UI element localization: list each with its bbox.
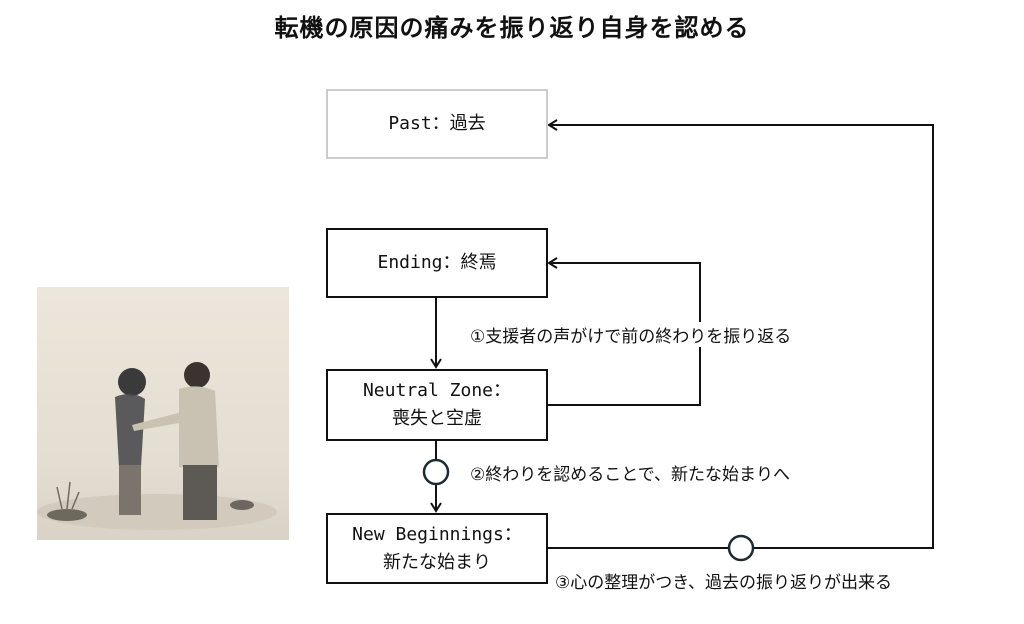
circle-marker-step2: [422, 458, 450, 486]
label-step1: ①支援者の声がけで前の終わりを振り返る: [468, 322, 794, 347]
circle-marker-step3: [727, 534, 755, 562]
box-new-beginnings: New Beginnings： 新たな始まり: [326, 513, 548, 584]
box-neutral-title: Neutral Zone：: [362, 380, 512, 401]
box-neutral-zone: Neutral Zone： 喪失と空虚: [326, 369, 548, 441]
box-ending: Ending：終焉: [326, 228, 548, 298]
box-ending-label: Ending：終焉: [377, 252, 497, 273]
box-past: Past：過去: [326, 89, 548, 159]
illustration-two-people: [37, 287, 289, 540]
box-neutral-subtitle: 喪失と空虚: [392, 408, 482, 429]
box-past-label: Past：過去: [388, 113, 486, 134]
box-new-subtitle: 新たな始まり: [383, 551, 491, 573]
box-new-title: New Beginnings：: [352, 523, 522, 545]
diagram-title: 転機の原因の痛みを振り返り自身を認める: [274, 14, 750, 42]
label-step3: ③心の整理がつき、過去の振り返りが出来る: [553, 568, 895, 593]
label-step2: ②終わりを認めることで、新たな始まりへ: [468, 460, 793, 485]
